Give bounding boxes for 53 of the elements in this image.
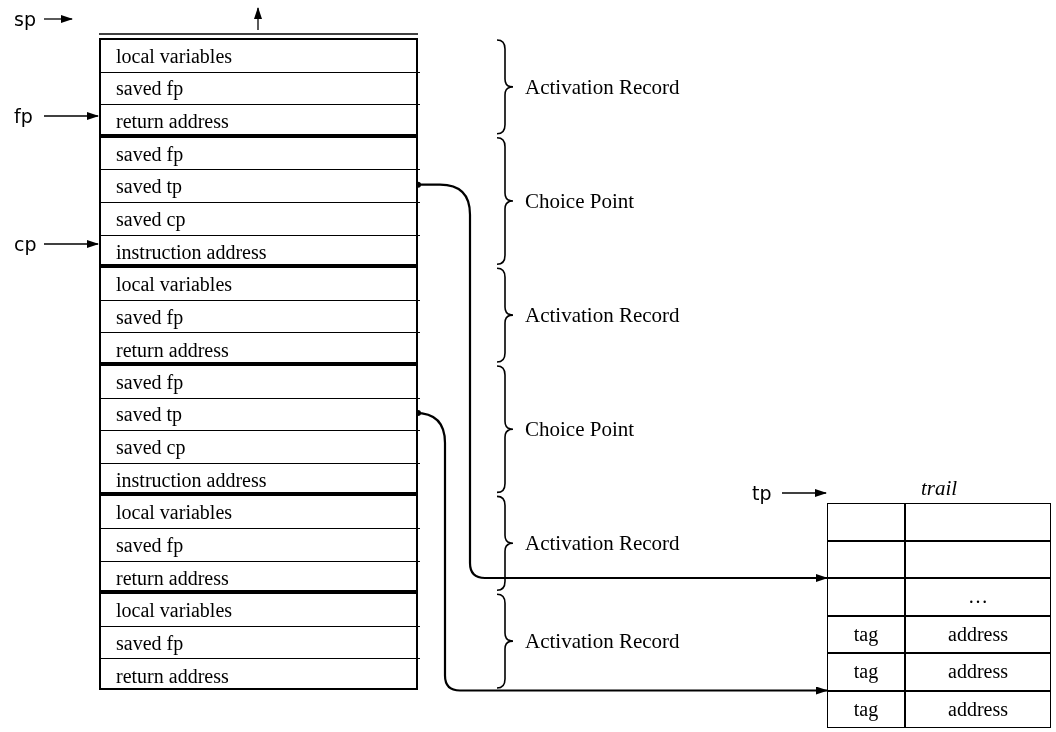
- pointer-label: tp: [752, 482, 778, 504]
- frame-label: Activation Record: [525, 303, 680, 329]
- stack-cell: instruction address: [101, 463, 420, 497]
- stack-cell: local variables: [101, 594, 420, 627]
- stack-frame: [99, 494, 418, 593]
- stack-frame: [99, 266, 418, 364]
- stack-cell: saved fp: [101, 300, 420, 334]
- stack-cell: local variables: [101, 496, 420, 529]
- pointer-label: fp: [14, 105, 40, 127]
- table-title: trail: [919, 476, 959, 501]
- stack-cell: return address: [101, 561, 420, 595]
- table-cell: [827, 540, 905, 578]
- table-cell: tag: [827, 653, 905, 691]
- stack-cell: saved fp: [101, 529, 420, 562]
- frame-label: Choice Point: [525, 417, 635, 443]
- stack-cell: return address: [101, 659, 420, 692]
- table-cell: …: [905, 578, 1051, 616]
- table-cell: address: [905, 690, 1051, 728]
- table-cell: tag: [827, 690, 905, 728]
- stack-frame: [99, 38, 418, 136]
- pointer-label: cp: [14, 233, 40, 255]
- stack-cell: local variables: [101, 268, 420, 301]
- stack-cell: return address: [101, 333, 420, 366]
- table-cell: address: [905, 653, 1051, 691]
- stack-cell: instruction address: [101, 235, 420, 269]
- arrow: [43, 112, 99, 120]
- stack-frame: [99, 592, 418, 690]
- stack-cell: saved cp: [101, 431, 420, 464]
- stack-cell: saved fp: [101, 626, 420, 660]
- table-cell: tag: [827, 615, 905, 653]
- stack-cell: saved tp: [101, 170, 420, 203]
- stack-cell: saved tp: [101, 398, 420, 432]
- table-cell: [905, 540, 1051, 578]
- stack-frame: [99, 135, 418, 267]
- table-cell: [905, 503, 1051, 541]
- stack-frame: [99, 364, 418, 495]
- stack-cell: saved fp: [101, 137, 420, 171]
- table-cell: [827, 578, 905, 616]
- stack-cell: return address: [101, 105, 420, 138]
- arrow: [43, 240, 99, 248]
- table-cell: address: [905, 615, 1051, 653]
- frame-label: Choice Point: [525, 189, 635, 214]
- stack-cell: saved fp: [101, 72, 420, 106]
- arrow: [43, 15, 73, 23]
- frame-label: Activation Record: [525, 531, 680, 557]
- arrow: [781, 489, 827, 497]
- stack-cell: local variables: [101, 40, 420, 73]
- table-cell: [827, 503, 905, 541]
- frame-label: Activation Record: [525, 629, 680, 655]
- stack-cell: saved cp: [101, 203, 420, 236]
- frame-label: Activation Record: [525, 74, 680, 100]
- stack-cell: saved fp: [101, 366, 420, 399]
- pointer-label: sp: [14, 8, 40, 30]
